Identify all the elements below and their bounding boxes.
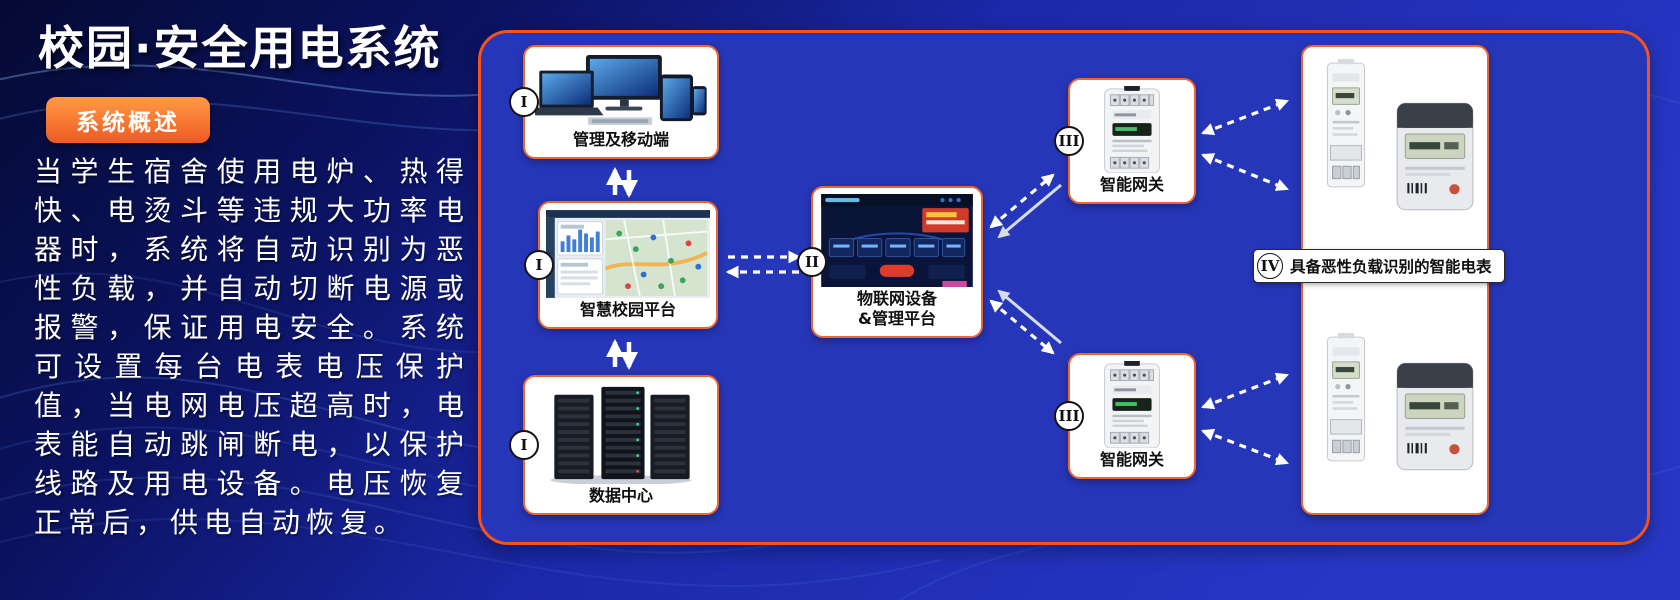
node-iot-label: 物联网设备 &管理平台 — [857, 287, 937, 332]
node-platform-label: 智慧校园平台 — [579, 300, 676, 319]
numeral-badge-gateway-bottom: III — [1054, 401, 1084, 431]
numeral-badge-meters: IV — [1257, 253, 1283, 279]
gateway-device-icon — [1104, 361, 1160, 448]
node-iot-label-line2: &管理平台 — [858, 309, 936, 328]
node-iot: 物联网设备 &管理平台 II — [797, 186, 983, 338]
node-platform: 智慧校园平台 I — [524, 201, 718, 329]
overview-badge: 系统概述 — [46, 97, 210, 143]
node-gateway-bottom: 智能网关 III — [1054, 353, 1196, 479]
node-iot-label-line1: 物联网设备 — [856, 289, 937, 308]
panel-meter-icon — [1396, 362, 1474, 471]
meters-illustration — [1303, 47, 1487, 513]
node-datacenter-label: 数据中心 — [588, 486, 653, 505]
overview-text: 当学生宿舍使用电炉、热得快、电烫斗等违规大功率电器时，系统将自动识别为恶性负载，… — [34, 155, 470, 539]
campus-dashboard-icon — [546, 209, 710, 298]
numeral-badge-platform: I — [524, 250, 554, 280]
node-gateway-top: 智能网关 III — [1054, 78, 1196, 204]
node-gateway-top-label: 智能网关 — [1099, 175, 1164, 194]
node-gateway-bottom-label: 智能网关 — [1099, 450, 1164, 469]
numeral-badge-management: I — [509, 87, 539, 117]
din-meter-icon — [1326, 59, 1366, 188]
iot-dashboard-icon — [821, 194, 973, 287]
diagram-panel: 管理及移动端 I — [478, 30, 1650, 545]
gateway-illustration-top — [1076, 86, 1188, 173]
node-management-label: 管理及移动端 — [572, 130, 669, 149]
campus-dashboard-illustration — [546, 209, 710, 298]
meters-label-text: 具备恶性负载识别的智能电表 — [1290, 258, 1492, 276]
node-management: 管理及移动端 I — [509, 45, 719, 159]
devices-cluster-icon — [535, 54, 707, 125]
panel-meter-icon — [1396, 102, 1474, 211]
intro-section: 校园·安全用电系统 系统概述 当学生宿舍使用电炉、热得快、电烫斗等违规大功率电器… — [0, 0, 474, 600]
node-datacenter: 数据中心 I — [509, 375, 719, 515]
numeral-badge-gateway-top: III — [1054, 126, 1084, 156]
numeral-badge-iot: II — [797, 247, 827, 277]
gateway-device-icon — [1104, 86, 1160, 173]
devices-illustration — [531, 53, 711, 128]
din-meter-icon — [1326, 333, 1366, 462]
numeral-badge-datacenter: I — [509, 430, 539, 460]
meters-label: IV 具备恶性负载识别的智能电表 — [1253, 249, 1505, 283]
server-racks-illustration — [531, 383, 711, 484]
page-title: 校园·安全用电系统 — [38, 21, 442, 75]
iot-dashboard-illustration — [819, 194, 975, 287]
gateway-illustration-bottom — [1076, 361, 1188, 448]
server-racks-icon — [550, 386, 692, 484]
